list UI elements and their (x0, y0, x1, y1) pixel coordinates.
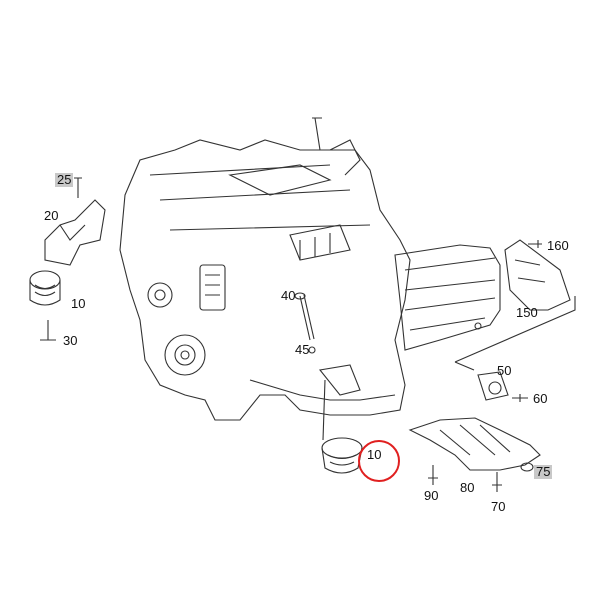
callout-40[interactable]: 40 (281, 288, 296, 303)
callout-70[interactable]: 70 (491, 499, 506, 514)
engine-block (119, 117, 411, 421)
callout-10-circled[interactable]: 10 (367, 447, 382, 462)
highlight-circle (358, 440, 400, 482)
bolt-40 (294, 292, 316, 354)
crossmember-80 (408, 417, 541, 492)
callout-25[interactable]: 25 (55, 172, 74, 187)
callout-75[interactable]: 75 (534, 464, 553, 479)
callout-60[interactable]: 60 (533, 391, 548, 406)
callout-45[interactable]: 45 (295, 342, 310, 357)
callout-20[interactable]: 20 (44, 208, 59, 223)
callout-150[interactable]: 150 (516, 305, 538, 320)
transmission-mount-parts (454, 239, 576, 402)
callout-30[interactable]: 30 (63, 333, 78, 348)
callout-50[interactable]: 50 (497, 363, 512, 378)
transmission (394, 244, 501, 351)
callout-10-left[interactable]: 10 (71, 296, 86, 311)
left-mount-parts (29, 177, 106, 341)
callout-160[interactable]: 160 (547, 238, 569, 253)
callout-90[interactable]: 90 (424, 488, 439, 503)
callout-80[interactable]: 80 (460, 480, 475, 495)
engine-mount-10 (321, 379, 363, 474)
